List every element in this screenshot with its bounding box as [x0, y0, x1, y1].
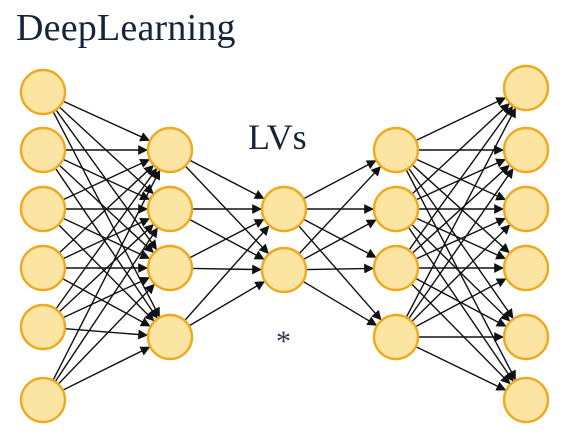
edge-l2-0-to-3 [297, 225, 382, 321]
edge-l1-0-to-0 [189, 159, 265, 200]
input-node-5 [19, 303, 67, 351]
edge-l3-2-to-2 [415, 217, 506, 260]
decoder-hidden-node-4 [372, 313, 420, 361]
encoder-hidden-node-2 [146, 185, 194, 233]
edge-l3-3-to-5 [415, 345, 507, 391]
edge-l3-3-to-3 [415, 278, 507, 328]
latent-marker: * [276, 325, 291, 358]
output-node-3 [502, 185, 550, 233]
edge-l2-1-to-0 [298, 166, 381, 255]
output-node-6 [502, 376, 550, 424]
encoder-hidden-node-3 [146, 244, 194, 292]
latent-variables-label: LVs [248, 117, 307, 157]
edge-l0-0-to-3 [52, 111, 161, 318]
edge-l0-4-to-1 [58, 224, 154, 313]
edge-l0-5-to-3 [62, 346, 151, 391]
edge-l3-3-to-1 [408, 168, 514, 320]
output-node-5 [502, 313, 550, 361]
edge-l3-3-to-2 [411, 224, 511, 323]
input-node-4 [19, 244, 67, 292]
edge-l3-2-to-0 [408, 105, 514, 251]
edge-l2-0-to-2 [303, 218, 377, 258]
output-node-2 [502, 126, 550, 174]
input-node-3 [19, 185, 67, 233]
edge-l3-2-to-1 [411, 164, 510, 254]
latent-node-1 [260, 185, 308, 233]
edge-l0-2-to-0 [62, 158, 150, 201]
edge-l0-3-to-0 [58, 165, 154, 254]
encoder-hidden-node-4 [146, 313, 194, 361]
edge-l3-2-to-5 [410, 283, 511, 385]
edge-l1-3-to-0 [184, 225, 270, 322]
edge-l0-4-to-0 [55, 167, 158, 310]
edge-l2-0-to-0 [303, 160, 377, 200]
decoder-hidden-node-2 [372, 185, 420, 233]
edge-l0-2-to-3 [58, 224, 155, 322]
edge-l1-2-to-0 [189, 218, 265, 259]
edge-l0-4-to-2 [62, 276, 150, 319]
edge-l0-5-to-0 [52, 169, 161, 381]
diagram-title: DeepLearning [16, 7, 236, 49]
edge-l0-5-to-2 [57, 283, 155, 385]
encoder-hidden-node-1 [146, 126, 194, 174]
decoder-hidden-node-3 [372, 244, 420, 292]
edge-l3-1-to-0 [411, 103, 510, 195]
edge-l2-1-to-3 [302, 280, 378, 326]
edge-l0-1-to-3 [54, 167, 158, 319]
edge-l2-1-to-1 [302, 219, 377, 261]
edge-l3-0-to-0 [415, 97, 507, 142]
edge-l3-0-to-5 [405, 169, 517, 381]
decoder-hidden-node-1 [372, 126, 420, 174]
output-node-1 [502, 64, 550, 112]
edge-l3-1-to-5 [407, 226, 514, 382]
edge-l2-1-to-2 [305, 263, 374, 274]
output-node-4 [502, 244, 550, 292]
edge-l0-3-to-3 [61, 277, 151, 327]
input-node-6 [19, 376, 67, 424]
node-group [19, 64, 550, 424]
edge-l3-3-to-0 [405, 107, 517, 318]
edge-l0-0-to-0 [62, 100, 150, 142]
edge-group [52, 97, 517, 391]
edge-l1-2-to-1 [191, 264, 262, 275]
edge-l1-3-to-1 [188, 281, 266, 327]
edge-l0-5-to-1 [54, 227, 158, 383]
input-node-1 [19, 68, 67, 116]
latent-node-2 [260, 246, 308, 294]
input-node-2 [19, 126, 67, 174]
